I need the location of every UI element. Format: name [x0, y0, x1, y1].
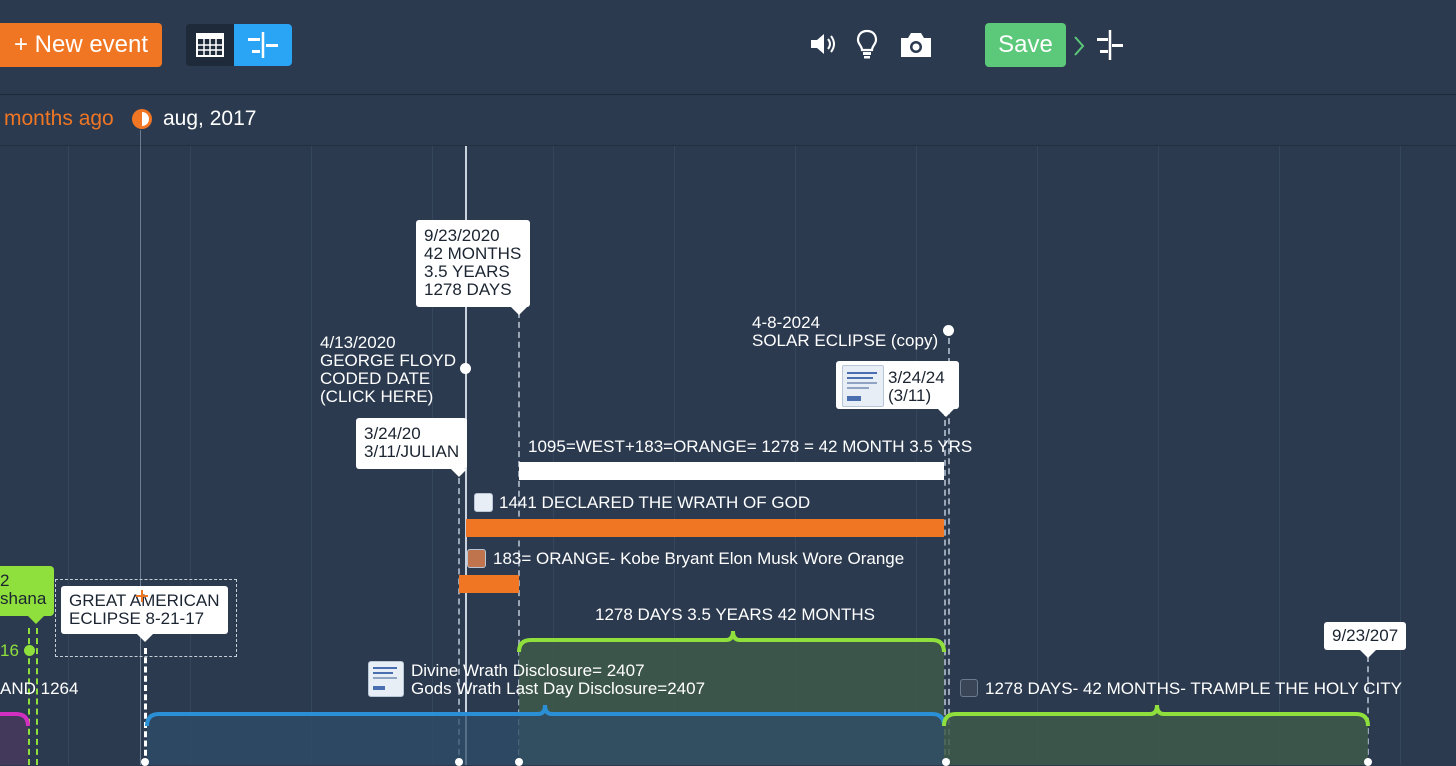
event-span-1095-bar[interactable] — [519, 462, 944, 480]
grid-line — [1037, 146, 1038, 765]
event-dot[interactable] — [460, 363, 471, 374]
event-dot[interactable] — [24, 645, 35, 656]
event-callout-green[interactable]: 2 shana — [0, 566, 54, 624]
event-trample-label[interactable]: 1278 DAYS- 42 MONTHS- TRAMPLE THE HOLY C… — [985, 679, 1402, 698]
table-icon — [196, 33, 224, 57]
timeline-view-button[interactable] — [234, 24, 292, 66]
toolbar: + New event — [0, 0, 1456, 95]
grid-line — [311, 146, 312, 765]
camera-icon[interactable] — [898, 30, 934, 60]
event-thumbnail-image — [368, 661, 404, 697]
speaker-icon[interactable] — [808, 30, 838, 58]
callout-tail — [28, 616, 44, 624]
event-divine-wrath[interactable]: Divine Wrath Disclosure= 2407 Gods Wrath… — [411, 661, 706, 698]
event-callout-text: 3/24/24 (3/11) — [888, 368, 945, 405]
grid-line — [1158, 146, 1159, 765]
timeline-icon — [248, 32, 278, 58]
event-george-floyd[interactable]: 4/13/2020 GEORGE FLOYD CODED DATE (CLICK… — [320, 333, 457, 406]
event-and-1264[interactable]: AND 1264 — [0, 679, 79, 698]
view-switch — [186, 24, 292, 66]
range-blue — [147, 705, 944, 765]
event-thumbnail-image — [467, 549, 486, 568]
event-stem — [144, 648, 147, 765]
grid-line — [674, 146, 675, 765]
event-callout-9-23-207[interactable]: 9/23/207 — [1324, 622, 1407, 658]
event-dot[interactable] — [1364, 758, 1372, 766]
event-span-183-label[interactable]: 183= ORANGE- Kobe Bryant Elon Musk Wore … — [493, 549, 905, 568]
grid-line — [916, 146, 917, 765]
event-stem — [36, 628, 38, 765]
plus-icon[interactable] — [136, 590, 148, 602]
save-button[interactable]: Save — [985, 23, 1066, 67]
grid-line — [190, 146, 191, 765]
grid-line — [68, 146, 69, 765]
event-thumbnail-image — [842, 365, 884, 407]
event-callout-text: 2 shana — [0, 571, 47, 608]
lightbulb-icon[interactable] — [855, 28, 879, 62]
grid-line — [795, 146, 796, 765]
chevron-right-icon — [1074, 36, 1085, 56]
event-stem — [28, 628, 30, 765]
event-span-1095-label[interactable]: 1095=WEST+183=ORANGE= 1278 = 42 MONTH 3.… — [528, 437, 973, 456]
event-stem — [518, 312, 520, 765]
selected-event-frame[interactable] — [55, 579, 237, 657]
grid-line — [553, 146, 554, 765]
range-trample — [944, 705, 1368, 765]
event-callout-3-24-24[interactable]: 3/24/24 (3/11) — [836, 361, 959, 417]
range-magenta — [0, 714, 28, 765]
event-stem — [458, 468, 460, 765]
event-stem — [944, 410, 946, 765]
event-stem — [1367, 656, 1369, 765]
current-date: aug, 2017 — [163, 107, 257, 130]
event-callout-julian[interactable]: 3/24/20 3/11/JULIAN — [356, 418, 468, 477]
timeline-mode-icon[interactable] — [1094, 28, 1126, 62]
event-dot[interactable] — [943, 325, 954, 336]
range-layer — [0, 630, 1370, 765]
event-thumbnail-image — [960, 679, 978, 697]
event-dot[interactable] — [455, 758, 463, 766]
event-callout-9-23-2020[interactable]: 9/23/2020 42 MONTHS 3.5 YEARS 1278 DAYS — [416, 220, 531, 315]
current-date-marker-icon — [132, 109, 152, 129]
event-span-1441-bar[interactable] — [466, 519, 944, 537]
grid-line — [1279, 146, 1280, 765]
current-date-line — [140, 130, 141, 765]
time-ago-label: months ago — [4, 107, 114, 130]
event-callout-great-american-eclipse[interactable]: GREAT AMERICAN ECLIPSE 8-21-17 — [61, 586, 228, 642]
event-solar-eclipse[interactable]: 4-8-2024 SOLAR ECLIPSE (copy) — [752, 313, 939, 350]
event-stem — [948, 338, 950, 765]
event-label-16[interactable]: 16 — [0, 641, 19, 660]
grid-line — [1400, 146, 1401, 765]
event-span-183-bar[interactable] — [459, 575, 519, 593]
event-thumbnail-image — [474, 493, 493, 512]
event-dot[interactable] — [141, 758, 149, 766]
range-1278-days-label[interactable]: 1278 DAYS 3.5 YEARS 42 MONTHS — [595, 605, 875, 624]
new-event-button[interactable]: + New event — [0, 23, 162, 67]
date-bar — [0, 95, 1456, 146]
event-dot[interactable] — [942, 758, 950, 766]
event-span-1441-label[interactable]: 1441 DECLARED THE WRATH OF GOD — [499, 493, 811, 512]
table-view-button[interactable] — [186, 24, 234, 66]
event-dot[interactable] — [515, 758, 523, 766]
